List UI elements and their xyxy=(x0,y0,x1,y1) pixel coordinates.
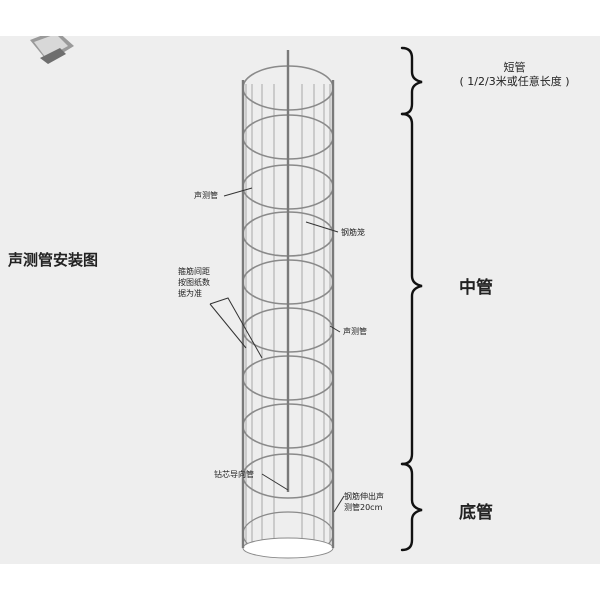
label-stirrup-spacing: 箍筋间距 按图纸数 据为准 xyxy=(178,266,210,299)
rebar-extend-line-2: 测管20cm xyxy=(344,503,383,512)
label-short-tube: 短管 ( 1/2/3米或任意长度 ) xyxy=(442,61,587,89)
label-middle-tube: 中管 xyxy=(459,278,493,298)
stirrup-spacing-line-1: 箍筋间距 xyxy=(178,267,210,276)
stirrup-spacing-line-2: 按图纸数 xyxy=(178,278,210,287)
corner-tool-icon xyxy=(30,36,74,64)
label-sound-tube-top: 声测管 xyxy=(194,191,218,200)
label-bottom-tube: 底管 xyxy=(459,503,493,523)
label-rebar-extend: 钢筋伸出声 测管20cm xyxy=(344,491,384,513)
diagram-title: 声测管安装图 xyxy=(8,251,99,269)
longitudinal-bars xyxy=(245,84,331,548)
label-core-guide-tube: 钻芯导向管 xyxy=(214,470,254,479)
short-tube-note: ( 1/2/3米或任意长度 ) xyxy=(459,75,570,88)
section-brackets xyxy=(400,46,423,552)
diagram-canvas: 声测管安装图 声测管 钢筋笼 箍筋间距 按图纸数 据为准 声测管 钻芯导向管 钢… xyxy=(0,36,600,564)
stirrup-spacing-line-3: 据为准 xyxy=(178,289,202,298)
middle-tube-bracket xyxy=(400,112,423,466)
label-sound-tube-mid: 声测管 xyxy=(343,327,367,336)
short-tube-bracket xyxy=(400,46,423,116)
leader-lines xyxy=(209,187,345,513)
cage-base xyxy=(242,537,334,559)
rebar-cage xyxy=(241,50,335,559)
label-rebar-cage: 钢筋笼 xyxy=(341,228,365,237)
rebar-cage-diagram xyxy=(30,36,423,559)
short-tube-name: 短管 xyxy=(503,61,526,74)
bottom-tube-bracket xyxy=(400,462,423,552)
rebar-extend-line-1: 钢筋伸出声 xyxy=(344,492,384,501)
